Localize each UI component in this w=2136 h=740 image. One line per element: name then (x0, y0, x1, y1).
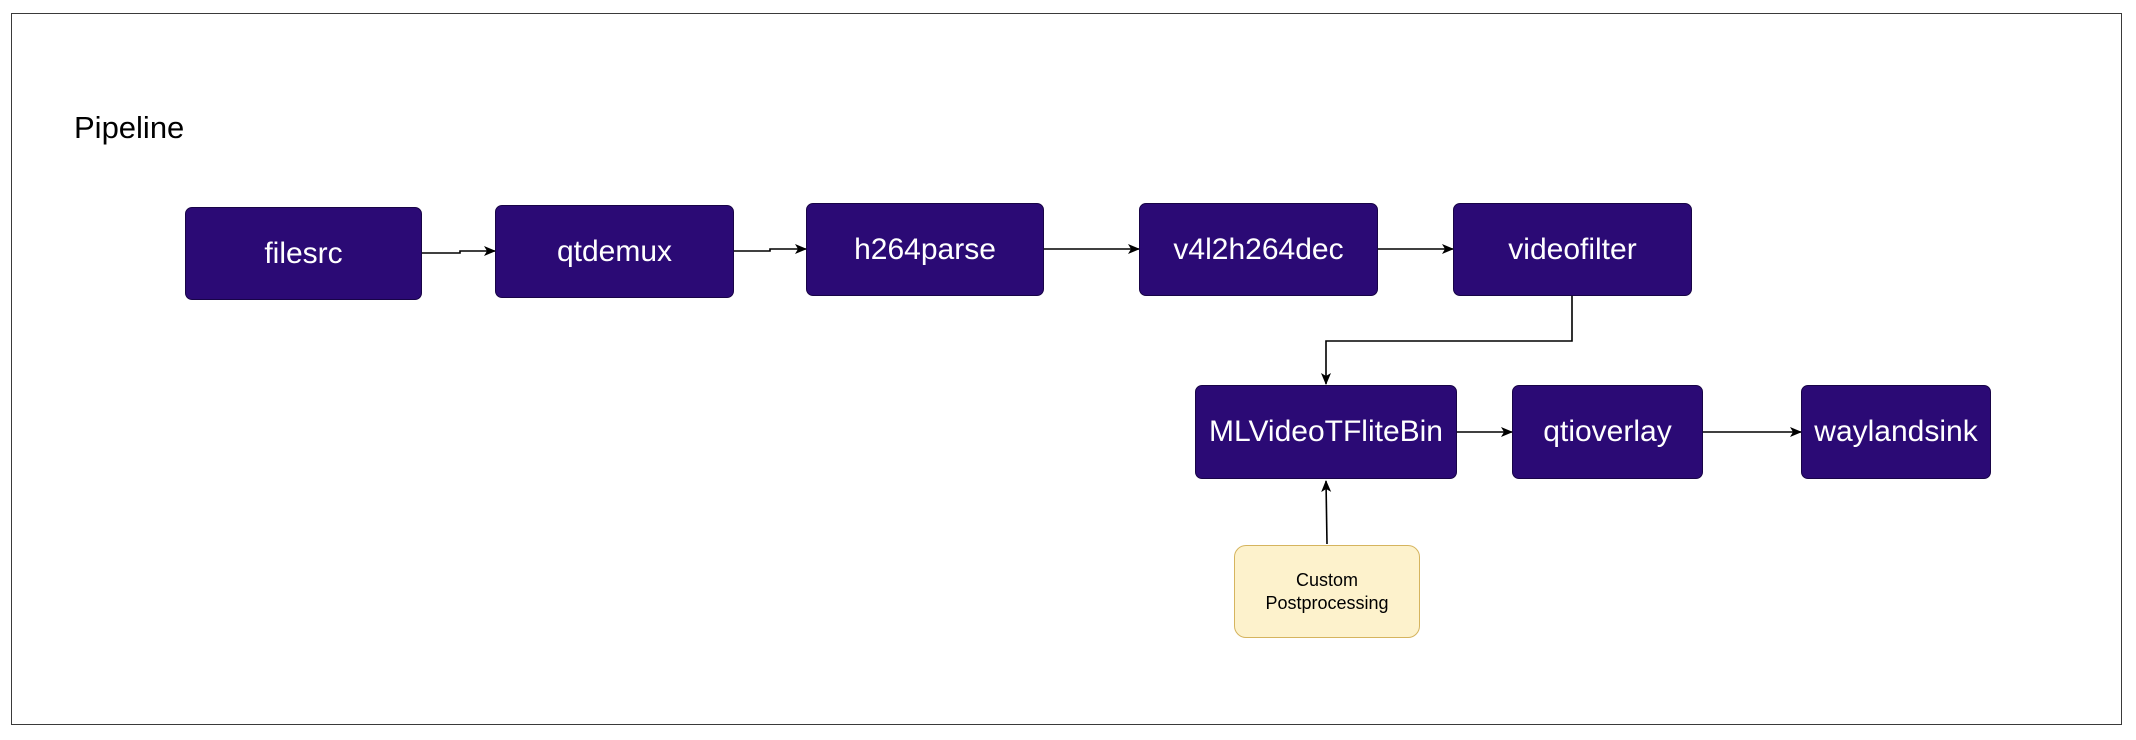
node-mlvideotflitebin[interactable]: MLVideoTFliteBin (1195, 385, 1457, 479)
node-filesrc[interactable]: filesrc (185, 207, 422, 300)
note-line-2: Postprocessing (1265, 592, 1389, 613)
node-v4l2h264dec[interactable]: v4l2h264dec (1139, 203, 1378, 296)
note-custom-postprocessing[interactable]: Custom Postprocessing (1234, 545, 1420, 638)
node-qtdemux[interactable]: qtdemux (495, 205, 734, 298)
node-videofilter[interactable]: videofilter (1453, 203, 1692, 296)
node-qtioverlay[interactable]: qtioverlay (1512, 385, 1703, 479)
node-h264parse[interactable]: h264parse (806, 203, 1044, 296)
node-waylandsink[interactable]: waylandsink (1801, 385, 1991, 479)
note-line-1: Custom (1295, 569, 1358, 590)
diagram-title: Pipeline (74, 110, 185, 145)
pipeline-frame (11, 13, 2122, 725)
